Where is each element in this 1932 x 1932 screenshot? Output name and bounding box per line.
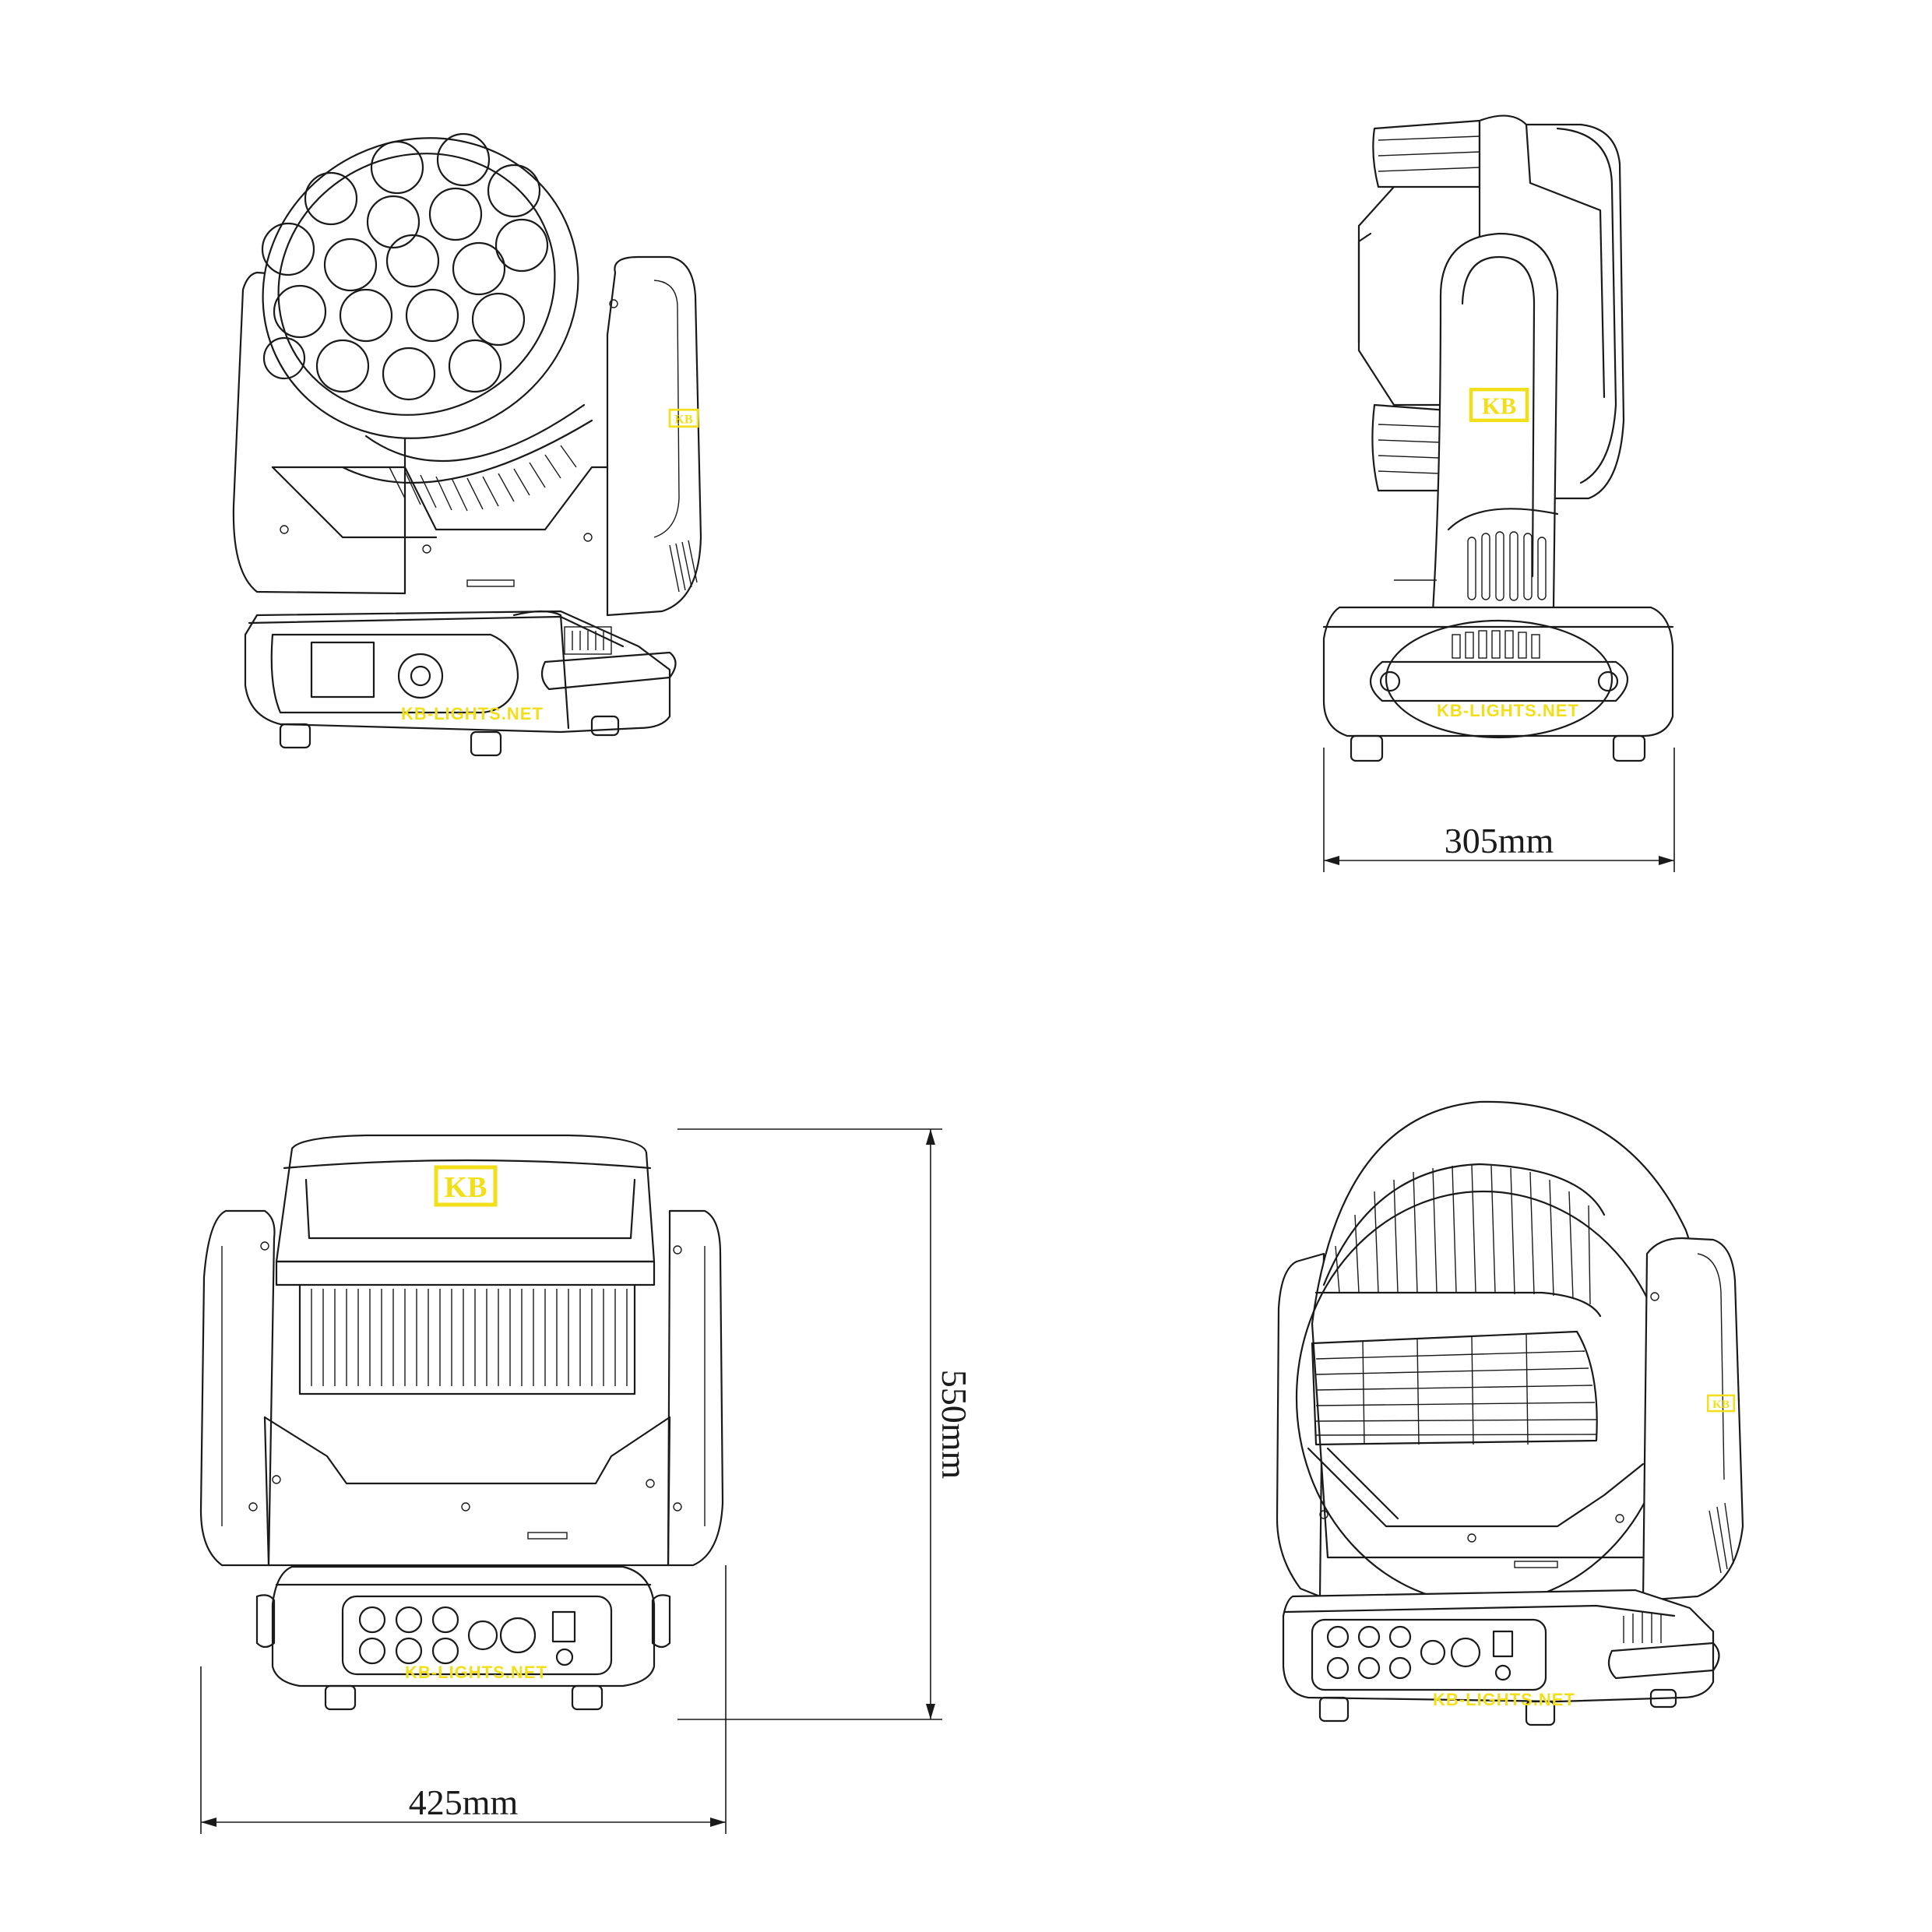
svg-text:KB: KB [445,1171,487,1204]
rear-grille [1311,1330,1598,1446]
yoke-arm-left [199,1209,276,1567]
head-front-ring [262,137,579,439]
rear-fins-bottom [1371,403,1481,492]
led-lens-array [261,132,549,401]
control-buttons [397,653,444,699]
watermark: KB-LIGHTS.NET [405,1663,547,1682]
base-housing [244,610,671,734]
side-handle [1607,1642,1720,1680]
dimension-label-550: 550mm [934,1370,974,1480]
head-rear-dome [1311,1100,1701,1559]
side-handle [540,651,677,691]
view-rear-three-quarter: KB KB-LIGHTS.NET [1276,1100,1744,1726]
svg-text:KB: KB [1482,393,1516,420]
dimension-label-425: 425mm [409,1782,519,1822]
view-side: KB KB-LIGHTS.NET 305mm [1322,114,1675,872]
side-handle [1370,660,1628,702]
watermark: KB-LIGHTS.NET [1433,1690,1575,1709]
heat-sink-fins [341,403,593,512]
yoke-arm [1431,232,1559,613]
svg-text:KB: KB [674,412,693,426]
connectors [358,1606,576,1666]
lcd-display [310,641,375,699]
watermark: KB-LIGHTS.NET [401,704,544,723]
heat-sink-fins [311,1289,628,1386]
head-top [275,1134,656,1263]
connectors [1326,1625,1514,1681]
yoke-arm-right [1642,1237,1744,1602]
connector-panel [341,1595,613,1676]
yoke-arm-right [606,255,702,617]
logo-badge: KB [1469,387,1529,423]
dimension-width-back: 425mm [200,1565,727,1834]
base-side [1322,606,1674,737]
yoke-vents [1467,531,1547,601]
logo-badge: KB [668,408,699,428]
yoke-arm-right [667,1209,724,1567]
logo-badge: KB [434,1165,498,1207]
yoke-arm-left [1276,1252,1325,1598]
base-vents [1452,630,1540,659]
dimension-label-305: 305mm [1445,821,1554,860]
view-front-three-quarter: KB KB-LIGHTS.NET [232,132,702,757]
svg-text:KB: KB [1712,1399,1730,1411]
logo-badge: KB [1706,1394,1736,1413]
rear-fins-top [1372,119,1481,188]
view-back: KB [199,1128,974,1834]
heat-sink-fins [1314,1163,1606,1318]
dimension-height-back: 550mm [677,1128,974,1720]
watermark: KB-LIGHTS.NET [1437,701,1579,720]
connector-panel [1311,1618,1547,1691]
dimension-width-side: 305mm [1323,748,1675,872]
